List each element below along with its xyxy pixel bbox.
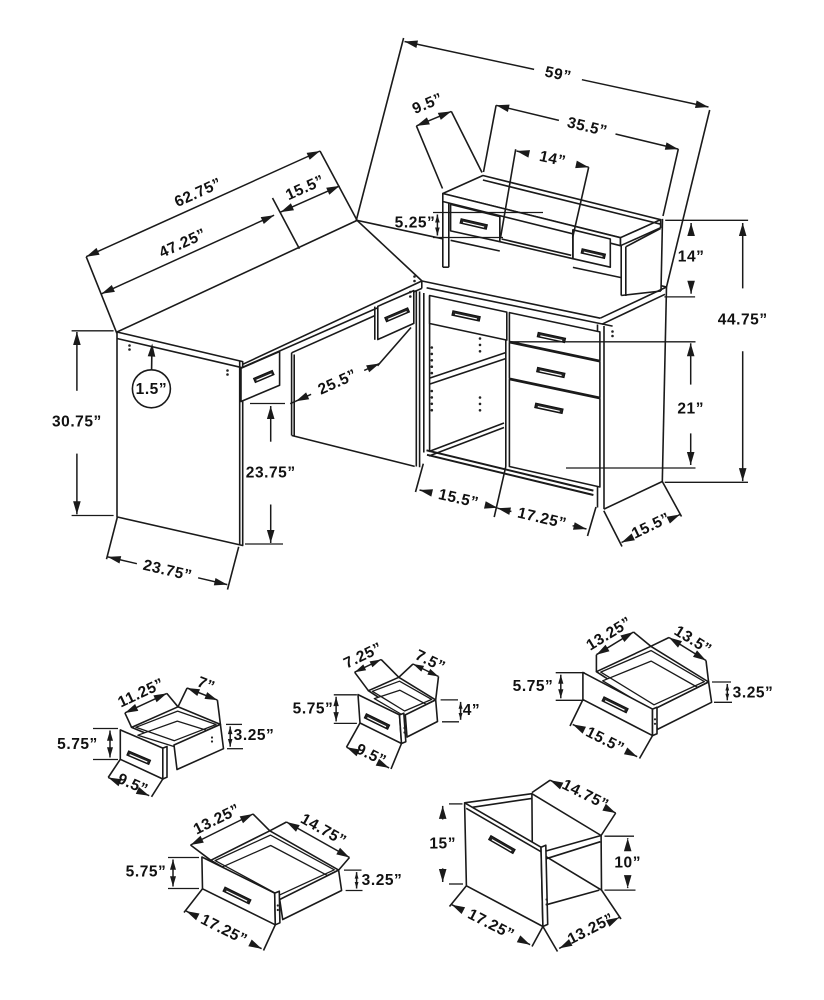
svg-text:44.75”: 44.75” <box>718 311 768 328</box>
svg-text:14”: 14” <box>678 248 705 265</box>
svg-text:23.75”: 23.75” <box>246 465 296 482</box>
svg-text:1.5”: 1.5” <box>136 381 168 398</box>
svg-text:4”: 4” <box>463 702 480 719</box>
svg-text:5.75”: 5.75” <box>293 701 334 718</box>
svg-text:3.25”: 3.25” <box>362 872 403 889</box>
svg-text:14”: 14” <box>538 148 568 170</box>
svg-text:5.75”: 5.75” <box>57 736 98 753</box>
svg-text:5.75”: 5.75” <box>513 678 554 695</box>
svg-text:59”: 59” <box>543 63 573 85</box>
svg-text:5.25”: 5.25” <box>395 215 436 232</box>
svg-text:21”: 21” <box>677 401 704 418</box>
svg-text:3.25”: 3.25” <box>234 727 275 744</box>
svg-text:15”: 15” <box>429 836 456 853</box>
svg-text:5.75”: 5.75” <box>126 864 167 881</box>
svg-text:3.25”: 3.25” <box>733 685 774 702</box>
svg-text:30.75”: 30.75” <box>52 414 102 431</box>
svg-text:7”: 7” <box>195 674 218 696</box>
svg-text:10”: 10” <box>614 855 641 872</box>
